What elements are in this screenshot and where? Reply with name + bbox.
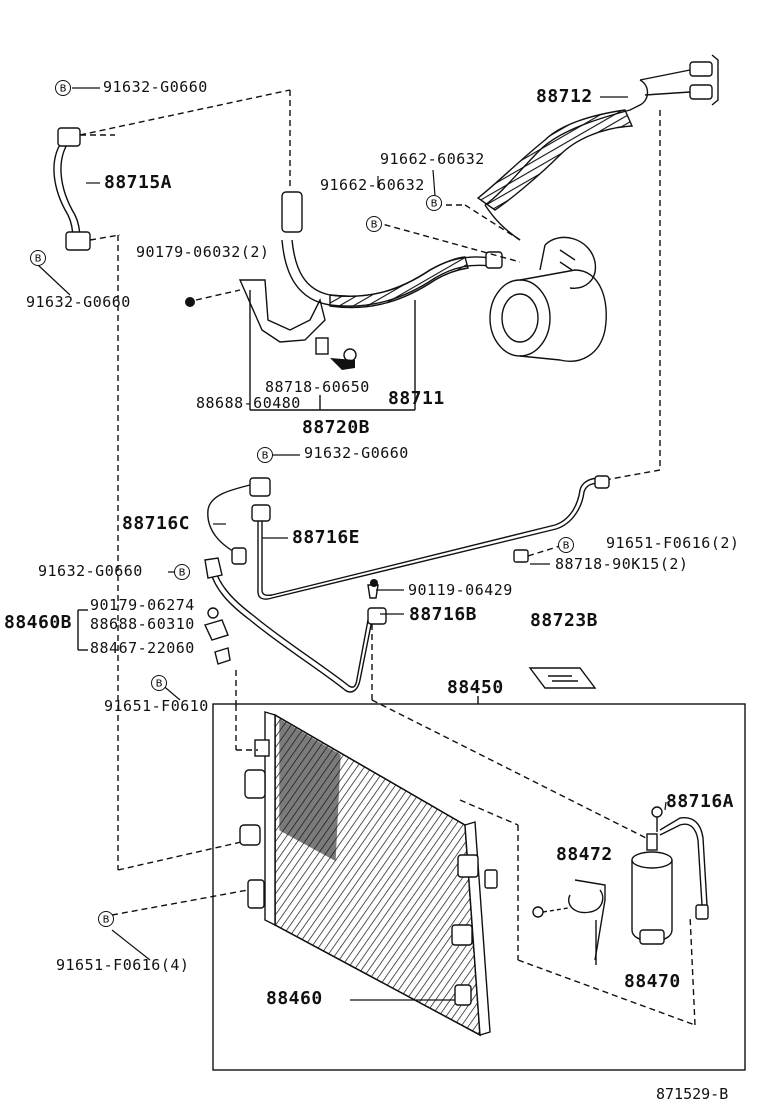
- label-91662-60632-a: 91662-60632: [380, 150, 485, 168]
- svg-text:B: B: [156, 679, 163, 690]
- assembly-88450-frame: [212, 703, 746, 1071]
- label-88711: 88711: [388, 388, 445, 409]
- svg-text:B: B: [179, 568, 186, 579]
- label-88718-60650: 88718-60650: [265, 378, 370, 396]
- receiver-drier-88470: [631, 833, 673, 945]
- label-88450: 88450: [447, 677, 504, 698]
- label-88472: 88472: [556, 844, 613, 865]
- svg-text:B: B: [35, 254, 42, 265]
- pipe-88716C: [207, 477, 271, 565]
- label-91632-G0660-d: 91632-G0660: [38, 562, 143, 580]
- label-88470: 88470: [624, 971, 681, 992]
- label-88716E: 88716E: [292, 527, 361, 548]
- label-91651-F0610: 91651-F0610: [104, 697, 209, 715]
- label-88718-90K15: 88718-90K15(2): [555, 555, 689, 573]
- hose-88712: [484, 54, 719, 241]
- label-88715A: 88715A: [104, 172, 173, 193]
- label-88467-22060: 88467-22060: [90, 639, 195, 657]
- label-91651-F0616-4: 91651-F0616(4): [56, 956, 190, 974]
- pipe-88716A: [659, 817, 709, 920]
- pipe-88715A: [53, 127, 91, 251]
- svg-text:B: B: [103, 915, 110, 926]
- label-91632-G0660-c: 91632-G0660: [304, 444, 409, 462]
- svg-text:B: B: [262, 451, 269, 462]
- compressor: [489, 236, 607, 362]
- svg-text:B: B: [431, 199, 438, 210]
- label-88716B: 88716B: [409, 604, 478, 625]
- label-91632-G0660-mid: 91632-G0660: [26, 293, 131, 311]
- svg-text:B: B: [371, 220, 378, 231]
- label-91662-60632-b: 91662-60632: [320, 176, 425, 194]
- svg-text:B: B: [60, 84, 67, 95]
- nut-90179-06032: [185, 297, 195, 307]
- label-91651-F0616-2: 91651-F0616(2): [606, 534, 740, 552]
- label-88720B: 88720B: [302, 417, 371, 438]
- label-90119-06429: 90119-06429: [408, 581, 513, 599]
- label-88712: 88712: [536, 86, 593, 107]
- label-88723B: 88723B: [530, 610, 599, 631]
- label-88460B: 88460B: [4, 612, 73, 633]
- bracket-88472: [532, 879, 606, 965]
- label-91632-G0660-top: 91632-G0660: [103, 78, 208, 96]
- condenser-88460: [264, 711, 491, 1037]
- label-88688-60310: 88688-60310: [90, 615, 195, 633]
- pipe-88716E: [251, 475, 610, 600]
- svg-text:B: B: [563, 541, 570, 552]
- bracket-88688-60480: [238, 279, 416, 411]
- label-88716C: 88716C: [122, 513, 191, 534]
- label-88688-60480: 88688-60480: [196, 394, 301, 412]
- pipe-88460B: [204, 557, 387, 693]
- label-88460: 88460: [266, 988, 323, 1009]
- label-90179-06274: 90179-06274: [90, 596, 195, 614]
- bolt-markers: B B B B B B B B B: [30, 80, 574, 927]
- label-90179-06032: 90179-06032(2): [136, 243, 270, 261]
- diagram-reference-number: 871529-B: [656, 1085, 729, 1103]
- label-plate-88723B: [528, 667, 597, 689]
- label-88716A: 88716A: [666, 791, 735, 812]
